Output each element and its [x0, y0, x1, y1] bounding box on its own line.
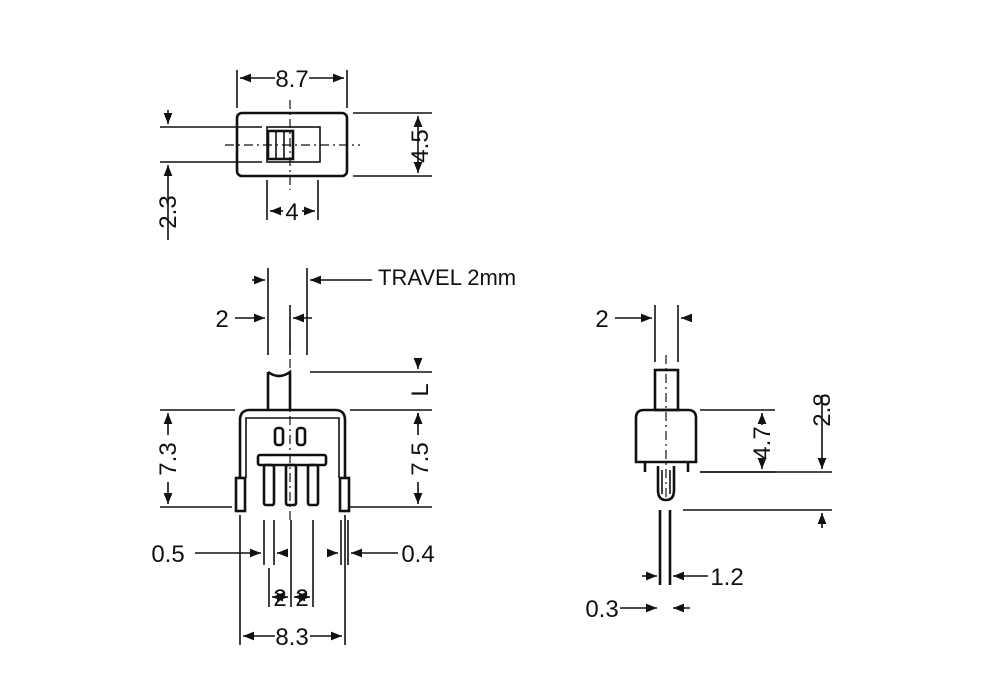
top-view-actuator: [266, 129, 295, 161]
side-pin-width-label: 1.2: [710, 564, 743, 591]
front-pin-left-label: 0.5: [151, 541, 184, 568]
front-pitch-label-1: 2: [273, 585, 286, 612]
front-actuator: [266, 369, 292, 410]
front-height-left-label: 7.3: [155, 442, 182, 475]
front-view: TRAVEL 2mm 2 L 7.: [151, 265, 516, 651]
front-body: [238, 408, 347, 478]
front-pin-right-label: 0.4: [401, 541, 434, 568]
front-pins: [234, 463, 351, 513]
front-knob-label: 2: [215, 306, 228, 333]
side-pin-upper: [656, 466, 676, 502]
front-l-label: L: [407, 383, 434, 396]
dim-top-slot: 4: [266, 180, 319, 226]
dim-top-width: 8.7: [236, 66, 348, 108]
side-view: 2 4.7 2.8 1.2 0.3: [585, 305, 836, 623]
side-body: [634, 408, 698, 464]
travel-label: TRAVEL 2mm: [378, 265, 516, 290]
side-total-label: 2.8: [809, 393, 836, 426]
dim-top-slot-label: 4: [285, 199, 298, 226]
dim-top-offset-label: 2.3: [155, 195, 182, 228]
side-pin-thickness-label: 0.3: [585, 596, 618, 623]
dim-top-height: 4.5: [353, 112, 434, 177]
side-knob-label: 2: [595, 306, 608, 333]
front-height-right-label: 7.5: [407, 442, 434, 475]
front-overall-width-label: 8.3: [275, 624, 308, 651]
dim-top-height-label: 4.5: [407, 129, 434, 162]
side-body-height-label: 4.7: [749, 426, 776, 459]
dim-top-offset: 2.3: [155, 110, 262, 240]
top-view: 8.7 4.5 2.3 4: [155, 66, 434, 240]
dim-top-width-label: 8.7: [275, 66, 308, 93]
front-pitch-label-2: 2: [295, 585, 308, 612]
